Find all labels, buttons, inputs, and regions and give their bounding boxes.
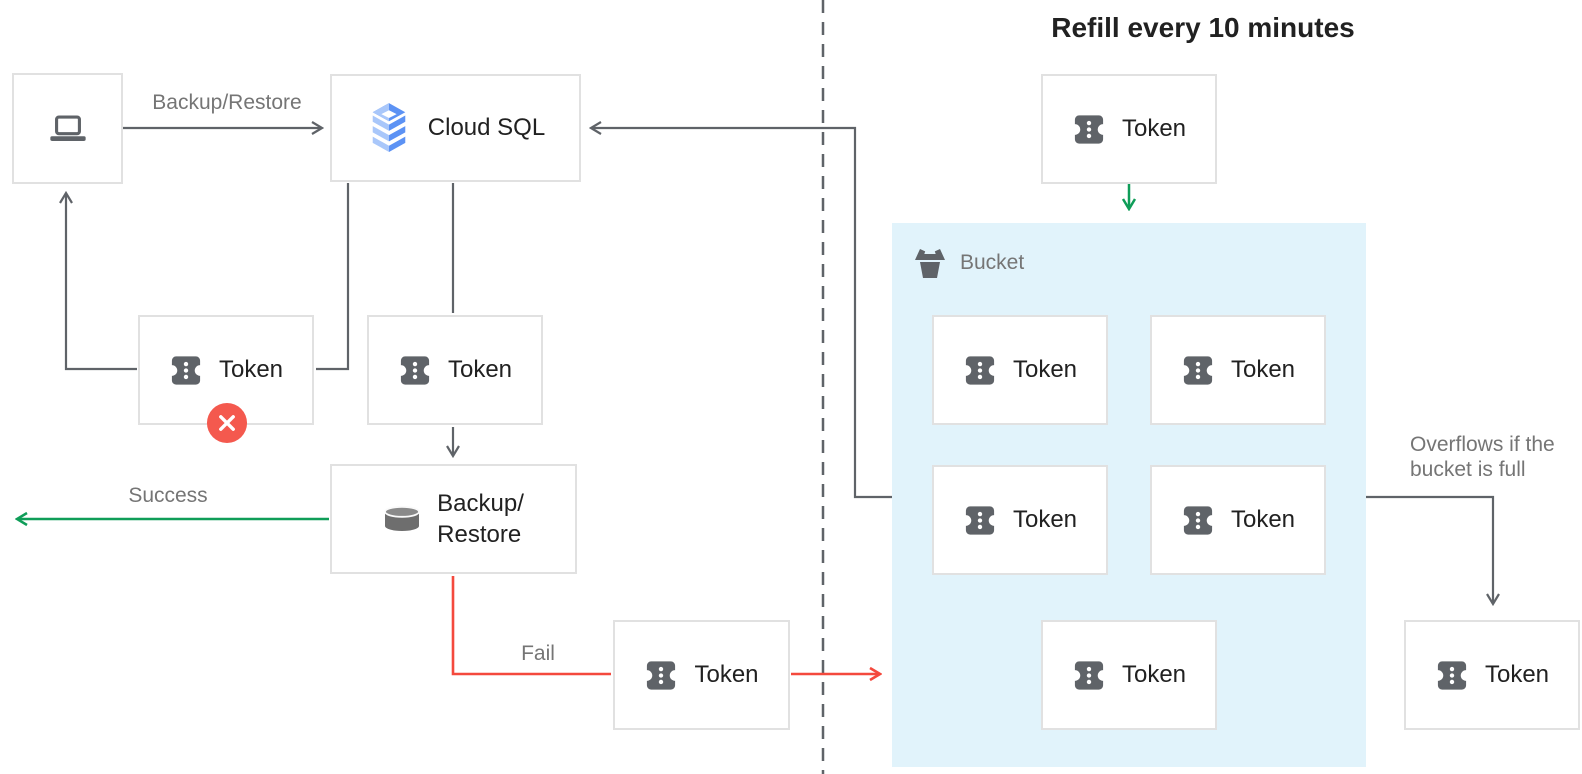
token-ticket-icon: [1072, 660, 1106, 691]
database-cylinder-icon: [383, 506, 421, 532]
bucket-label: Bucket: [960, 251, 1025, 274]
token-ticket-icon: [1181, 505, 1215, 536]
edge-bucket-overflow: [1366, 495, 1493, 604]
token-ticket-icon: [644, 660, 678, 691]
token-ticket-icon: [1072, 114, 1106, 145]
token-ticket-icon: [1181, 355, 1215, 386]
cloud-sql-box: Cloud SQL: [330, 74, 581, 182]
token-label: Token: [1121, 115, 1187, 142]
token-ticket-icon: [963, 355, 997, 386]
bucket-header: Bucket: [912, 247, 1024, 279]
bucket-token-4: Token: [1150, 465, 1326, 575]
refill-title: Refill every 10 minutes: [1051, 12, 1355, 43]
bucket-token-2: Token: [1150, 315, 1326, 425]
bucket-token-3: Token: [932, 465, 1108, 575]
token-ticket-icon: [1435, 660, 1469, 691]
token-label: Token: [447, 356, 513, 383]
laptop-icon: [49, 115, 87, 142]
token-label: Token: [1012, 356, 1078, 383]
token-label: Token: [1230, 356, 1296, 383]
token-ticket-icon: [169, 355, 203, 386]
token-ticket-icon: [398, 355, 432, 386]
token-label: Token: [1230, 506, 1296, 533]
request-edge-label: Backup/Restore: [152, 91, 302, 114]
fail-edge-label: Fail: [521, 642, 555, 665]
overflow-edge-label: Overflows if the bucket is full: [1410, 433, 1555, 481]
bucket-token-5: Token: [1041, 620, 1217, 730]
error-x-circle-badge: [206, 402, 248, 444]
token-returned-box: Token: [138, 315, 314, 425]
token-queued-box: Token: [367, 315, 543, 425]
success-edge-label: Success: [128, 484, 208, 507]
cloud-sql-stack-icon: [366, 103, 412, 153]
token-label: Token: [1484, 661, 1550, 688]
bucket-container: Bucket Token Token Token Token Token: [892, 223, 1366, 767]
bucket-basket-icon: [912, 247, 948, 279]
cloud-sql-label: Cloud SQL: [427, 114, 546, 141]
token-label: Token: [694, 661, 759, 688]
backup-restore-label: Backup/ Restore: [437, 490, 524, 548]
token-refill-box: Token: [1041, 74, 1217, 184]
edge-returned-token-to-client: [66, 193, 137, 371]
token-overflow-box: Token: [1404, 620, 1580, 730]
client-box: [12, 73, 123, 184]
edge-cloudsql-to-returned-token: [316, 183, 350, 371]
token-label: Token: [1012, 506, 1078, 533]
token-label: Token: [218, 356, 284, 383]
token-failed-box: Token: [613, 620, 790, 730]
token-ticket-icon: [963, 505, 997, 536]
bucket-token-1: Token: [932, 315, 1108, 425]
edge-bucket-to-cloudsql: [591, 128, 892, 499]
token-label: Token: [1121, 661, 1187, 688]
backup-restore-box: Backup/ Restore: [330, 464, 577, 574]
